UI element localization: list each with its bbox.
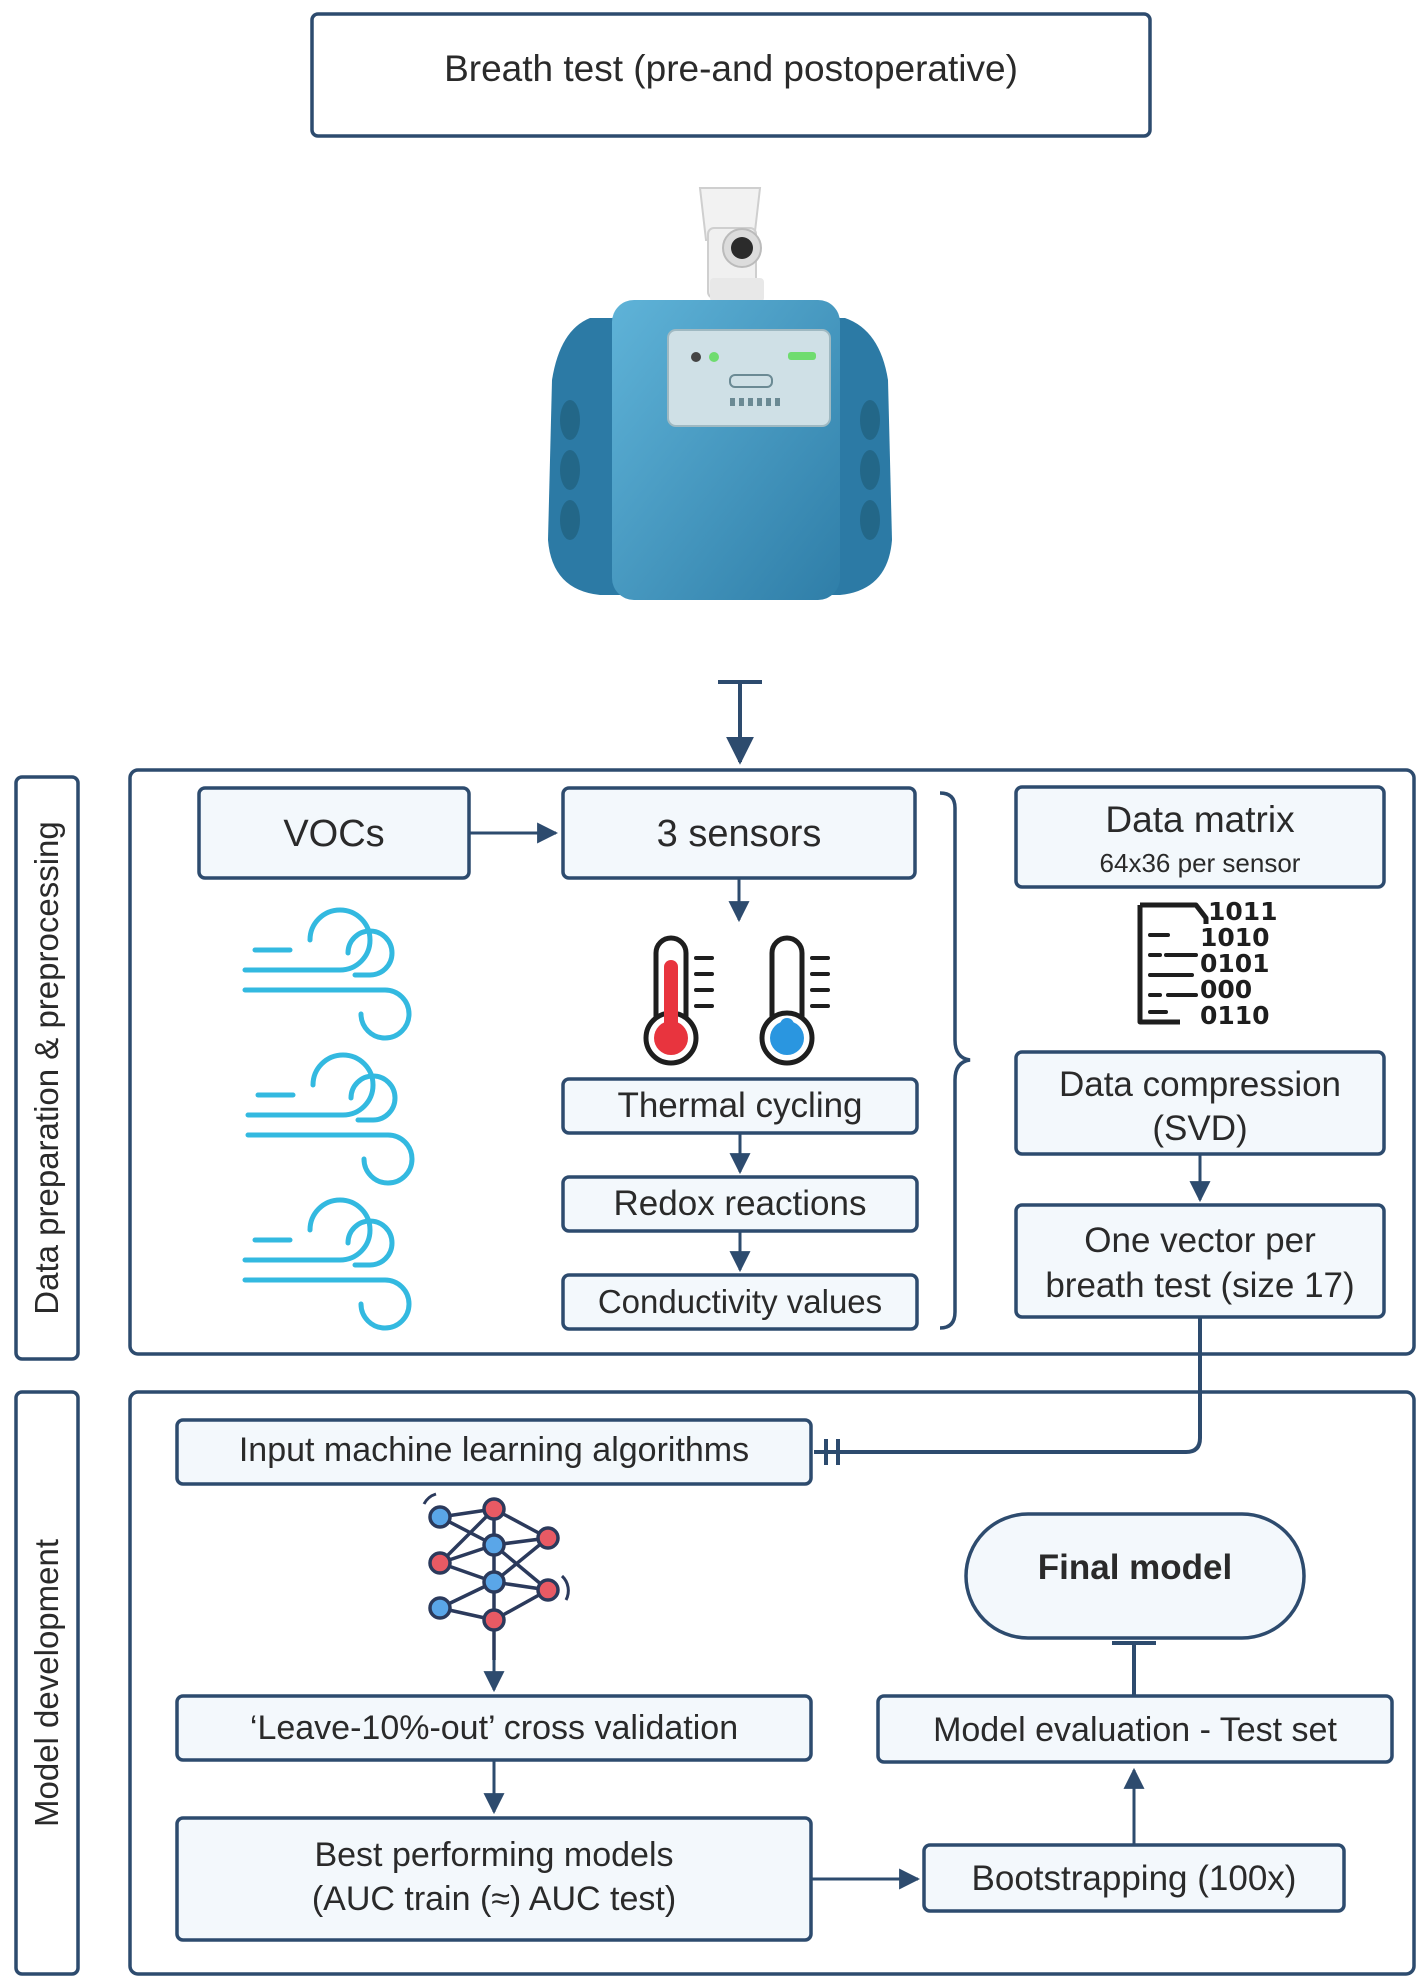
binary-data-icon: 1011 1010 0101 000 0110 bbox=[1137, 897, 1278, 1030]
device-connector bbox=[718, 680, 762, 765]
section-prep-text: Data preparation & preprocessing bbox=[28, 821, 65, 1314]
sensors-box: 3 sensors bbox=[561, 786, 917, 880]
input-bar-marker bbox=[824, 1439, 840, 1465]
best-models-text-2: (AUC train (≈) AUC test) bbox=[312, 1880, 676, 1918]
cross-validation-text: ‘Leave-10%-out’ cross validation bbox=[250, 1709, 738, 1747]
data-matrix-box: Data matrix 64x36 per sensor bbox=[1014, 785, 1386, 889]
breath-device-image bbox=[548, 187, 892, 600]
best-models-box: Best performing models (AUC train (≈) AU… bbox=[175, 1816, 813, 1942]
section-model-text: Model development bbox=[28, 1539, 65, 1827]
redox-text: Redox reactions bbox=[614, 1184, 867, 1223]
data-matrix-subtitle: 64x36 per sensor bbox=[1100, 848, 1301, 878]
best-models-text-1: Best performing models bbox=[314, 1836, 673, 1874]
cross-validation-box: ‘Leave-10%-out’ cross validation bbox=[175, 1694, 813, 1762]
bootstrap-text: Bootstrapping (100x) bbox=[972, 1859, 1297, 1898]
data-compression-text-1: Data compression bbox=[1059, 1065, 1341, 1104]
bootstrap-box: Bootstrapping (100x) bbox=[922, 1843, 1346, 1913]
vector-box: One vector per breath test (size 17) bbox=[1014, 1203, 1386, 1319]
eval-final-connector bbox=[1112, 1641, 1156, 1696]
neural-network-icon bbox=[422, 1492, 570, 1660]
section-label-prep: Data preparation & preprocessing bbox=[14, 775, 80, 1361]
ml-input-text: Input machine learning algorithms bbox=[239, 1431, 749, 1469]
data-compression-text-2: (SVD) bbox=[1152, 1109, 1247, 1148]
title-text: Breath test (pre-and postoperative) bbox=[444, 48, 1018, 89]
model-evaluation-box: Model evaluation - Test set bbox=[876, 1694, 1394, 1764]
binary-line-2: 1010 bbox=[1200, 923, 1270, 952]
data-matrix-title: Data matrix bbox=[1105, 799, 1295, 840]
vocs-box: VOCs bbox=[197, 786, 471, 880]
model-evaluation-text: Model evaluation - Test set bbox=[933, 1711, 1337, 1749]
data-compression-box: Data compression (SVD) bbox=[1014, 1050, 1386, 1156]
thermal-cycling-text: Thermal cycling bbox=[617, 1086, 862, 1125]
vector-text-1: One vector per bbox=[1084, 1221, 1316, 1260]
connector-vector-to-input bbox=[814, 1317, 1202, 1454]
binary-line-1: 1011 bbox=[1208, 897, 1278, 926]
thermal-cycling-box: Thermal cycling bbox=[561, 1077, 919, 1135]
vocs-text: VOCs bbox=[283, 813, 384, 855]
title-box: Breath test (pre-and postoperative) bbox=[310, 12, 1152, 138]
ml-input-box: Input machine learning algorithms bbox=[175, 1418, 813, 1486]
final-model-box: Final model bbox=[964, 1512, 1306, 1640]
vector-text-2: breath test (size 17) bbox=[1045, 1266, 1354, 1305]
wind-icon bbox=[242, 907, 415, 1331]
binary-line-5: 0110 bbox=[1200, 1001, 1270, 1030]
binary-line-4: 000 bbox=[1200, 975, 1252, 1004]
thermometer-cold-icon bbox=[759, 935, 830, 1066]
sensors-text: 3 sensors bbox=[657, 813, 822, 855]
conductivity-box: Conductivity values bbox=[561, 1273, 919, 1331]
final-model-text: Final model bbox=[1038, 1548, 1232, 1587]
curly-brace bbox=[939, 791, 971, 1330]
section-label-model: Model development bbox=[14, 1390, 80, 1976]
thermometer-hot-icon bbox=[643, 935, 714, 1066]
binary-line-3: 0101 bbox=[1200, 949, 1270, 978]
redox-box: Redox reactions bbox=[561, 1175, 919, 1233]
conductivity-text: Conductivity values bbox=[598, 1283, 882, 1320]
